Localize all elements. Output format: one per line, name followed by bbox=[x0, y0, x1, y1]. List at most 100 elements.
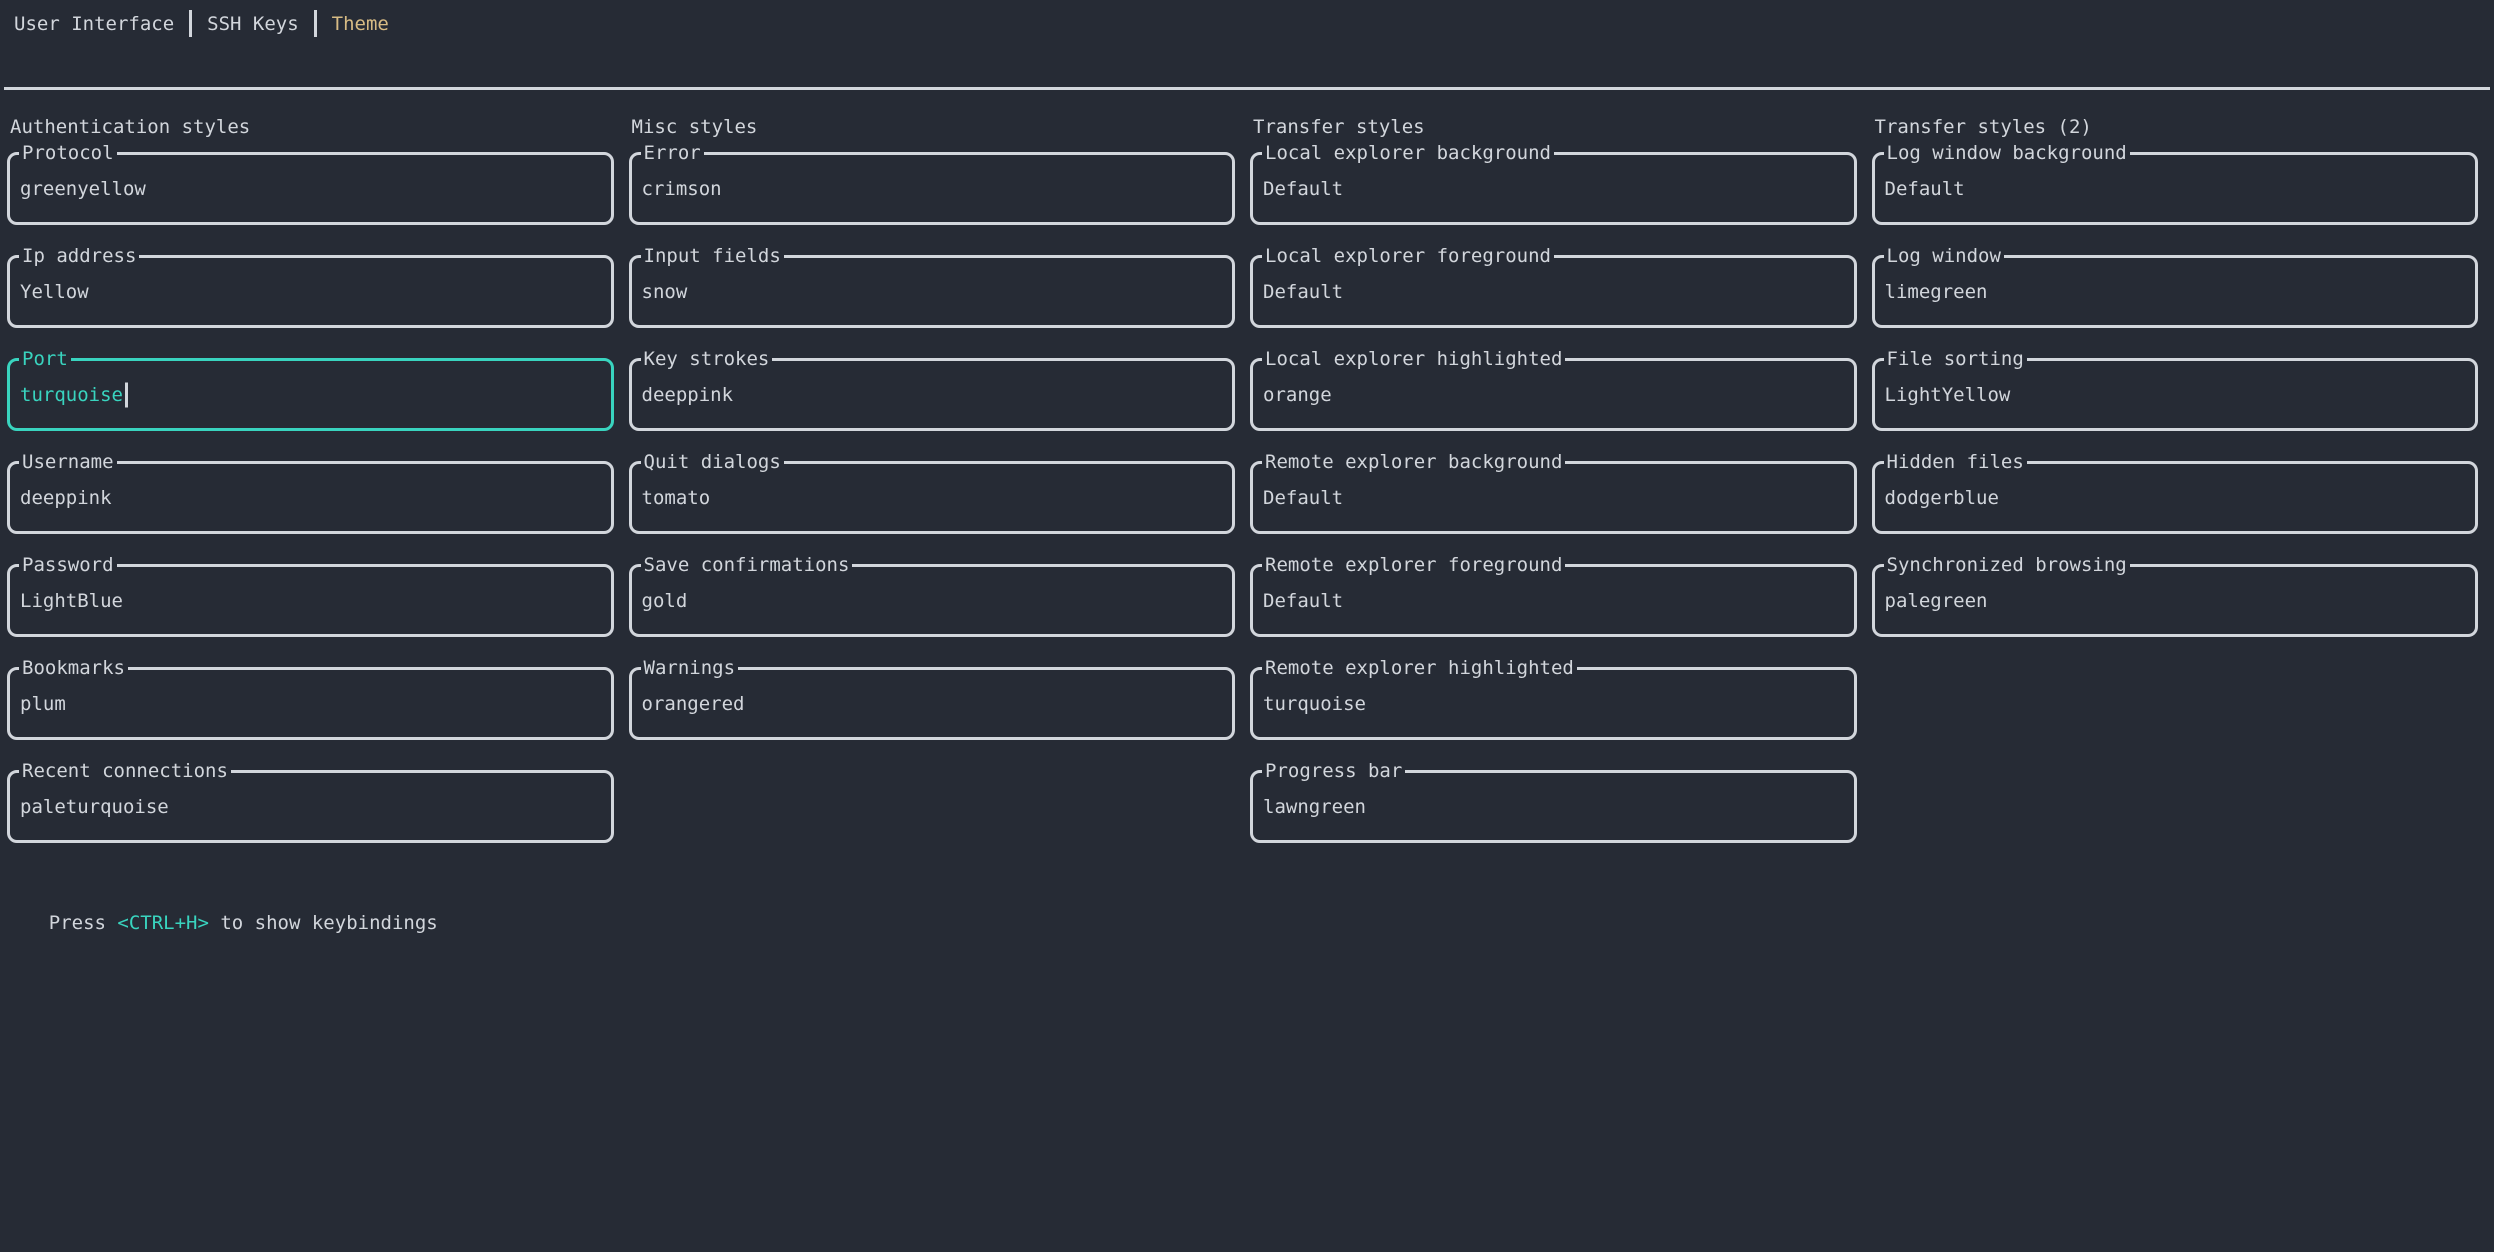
field-label: Local explorer highlighted bbox=[1262, 347, 1566, 372]
field-value: Default bbox=[1263, 177, 1344, 200]
field-port[interactable]: Port turquoise bbox=[7, 347, 614, 431]
field-value: dodgerblue bbox=[1884, 486, 1999, 509]
field-value: Yellow bbox=[20, 280, 89, 303]
field-input-fields[interactable]: Input fields snow bbox=[628, 244, 1235, 328]
theme-column-transfer-styles: Transfer styles Local explorer backgroun… bbox=[1250, 114, 1857, 873]
field-warnings[interactable]: Warnings orangered bbox=[628, 656, 1235, 740]
column-title: Authentication styles bbox=[10, 116, 251, 138]
field-value: orange bbox=[1263, 383, 1332, 406]
field-value: gold bbox=[641, 589, 688, 612]
field-value: tomato bbox=[641, 486, 711, 509]
field-quit-dialogs[interactable]: Quit dialogs tomato bbox=[628, 450, 1235, 534]
field-log-window-background[interactable]: Log window background Default bbox=[1871, 141, 2478, 225]
field-label: Remote explorer highlighted bbox=[1262, 656, 1577, 681]
field-label: Ip address bbox=[19, 244, 140, 269]
field-value: Default bbox=[1263, 486, 1344, 509]
field-label: Quit dialogs bbox=[640, 450, 784, 475]
field-value: LightYellow bbox=[1884, 383, 2011, 406]
field-value: orangered bbox=[641, 692, 745, 715]
hint-suffix: to show keybindings bbox=[208, 912, 438, 934]
field-label: Input fields bbox=[640, 244, 784, 269]
field-label: Username bbox=[19, 450, 117, 475]
hint-prefix: Press bbox=[48, 912, 118, 934]
text-cursor bbox=[124, 382, 128, 407]
field-local-explorer-background[interactable]: Local explorer background Default bbox=[1250, 141, 1857, 225]
field-label: Log window background bbox=[1883, 141, 2130, 166]
field-log-window[interactable]: Log window limegreen bbox=[1871, 244, 2478, 328]
field-label: Save confirmations bbox=[640, 553, 853, 578]
field-username[interactable]: Username deeppink bbox=[7, 450, 614, 534]
field-value: deeppink bbox=[641, 383, 734, 406]
field-remote-explorer-highlighted[interactable]: Remote explorer highlighted turquoise bbox=[1250, 656, 1857, 740]
field-remote-explorer-foreground[interactable]: Remote explorer foreground Default bbox=[1250, 553, 1857, 637]
theme-column-misc-styles: Misc styles Error crimson Input fields s… bbox=[628, 114, 1235, 770]
column-fields: Protocol greenyellow Ip address Yellow P… bbox=[7, 141, 614, 843]
tab-separator bbox=[189, 10, 193, 37]
field-label: Local explorer foreground bbox=[1262, 244, 1554, 269]
field-save-confirmations[interactable]: Save confirmations gold bbox=[628, 553, 1235, 637]
field-label: Synchronized browsing bbox=[1883, 553, 2130, 578]
field-label: Local explorer background bbox=[1262, 141, 1554, 166]
field-label: Port bbox=[19, 347, 71, 372]
field-label: Key strokes bbox=[640, 347, 773, 372]
field-error[interactable]: Error crimson bbox=[628, 141, 1235, 225]
hint-key-combo: <CTRL+H> bbox=[117, 912, 209, 934]
field-value: limegreen bbox=[1884, 280, 1988, 303]
theme-style-columns: Authentication styles Protocol greenyell… bbox=[0, 114, 2494, 873]
column-fields: Error crimson Input fields snow Key stro… bbox=[628, 141, 1235, 740]
field-ip-address[interactable]: Ip address Yellow bbox=[7, 244, 614, 328]
field-remote-explorer-background[interactable]: Remote explorer background Default bbox=[1250, 450, 1857, 534]
field-value: turquoise bbox=[1263, 692, 1366, 715]
field-value: snow bbox=[641, 280, 688, 303]
field-label: Remote explorer foreground bbox=[1262, 553, 1566, 578]
field-label: Recent connections bbox=[19, 759, 231, 784]
field-label: Bookmarks bbox=[19, 656, 128, 681]
config-tabs: User Interface SSH Keys Theme bbox=[0, 0, 2494, 38]
field-value: turquoise bbox=[20, 383, 123, 406]
theme-column-authentication-styles: Authentication styles Protocol greenyell… bbox=[7, 114, 614, 873]
field-value: deeppink bbox=[20, 486, 112, 509]
field-label: Log window bbox=[1883, 244, 2004, 269]
tab-theme[interactable]: Theme bbox=[331, 12, 389, 35]
field-local-explorer-foreground[interactable]: Local explorer foreground Default bbox=[1250, 244, 1857, 328]
field-value: palegreen bbox=[1884, 589, 1988, 612]
theme-column-transfer-styles-2: Transfer styles (2) Log window backgroun… bbox=[1871, 114, 2478, 667]
field-label: Error bbox=[640, 141, 704, 166]
field-label: File sorting bbox=[1883, 347, 2027, 372]
field-key-strokes[interactable]: Key strokes deeppink bbox=[628, 347, 1235, 431]
field-value: plum bbox=[20, 692, 66, 715]
tab-separator bbox=[313, 10, 317, 37]
keybindings-hint: Press <CTRL+H> to show keybindings bbox=[3, 890, 2494, 956]
field-protocol[interactable]: Protocol greenyellow bbox=[7, 141, 614, 225]
column-fields: Log window background Default Log window… bbox=[1871, 141, 2478, 637]
tabs-separator-line bbox=[4, 87, 2490, 90]
field-bookmarks[interactable]: Bookmarks plum bbox=[7, 656, 614, 740]
field-value: paleturquoise bbox=[20, 795, 169, 818]
tab-ssh-keys[interactable]: SSH Keys bbox=[207, 12, 299, 35]
field-value: Default bbox=[1884, 177, 1965, 200]
field-label: Protocol bbox=[19, 141, 117, 166]
field-value: Default bbox=[1263, 589, 1344, 612]
column-title: Transfer styles bbox=[1253, 116, 1425, 138]
field-value: LightBlue bbox=[20, 589, 123, 612]
field-progress-bar[interactable]: Progress bar lawngreen bbox=[1250, 759, 1857, 843]
field-label: Hidden files bbox=[1883, 450, 2027, 475]
field-label: Remote explorer background bbox=[1262, 450, 1566, 475]
tab-user-interface[interactable]: User Interface bbox=[14, 12, 175, 35]
column-title: Misc styles bbox=[631, 116, 758, 138]
field-recent-connections[interactable]: Recent connections paleturquoise bbox=[7, 759, 614, 843]
field-value: crimson bbox=[641, 177, 722, 200]
field-synchronized-browsing[interactable]: Synchronized browsing palegreen bbox=[1871, 553, 2478, 637]
field-label: Password bbox=[19, 553, 117, 578]
column-title: Transfer styles (2) bbox=[1874, 116, 2092, 138]
field-label: Progress bar bbox=[1262, 759, 1406, 784]
field-hidden-files[interactable]: Hidden files dodgerblue bbox=[1871, 450, 2478, 534]
field-local-explorer-highlighted[interactable]: Local explorer highlighted orange bbox=[1250, 347, 1857, 431]
field-value: greenyellow bbox=[20, 177, 146, 200]
field-value: lawngreen bbox=[1263, 795, 1366, 818]
field-value: Default bbox=[1263, 280, 1344, 303]
field-label: Warnings bbox=[640, 656, 739, 681]
field-file-sorting[interactable]: File sorting LightYellow bbox=[1871, 347, 2478, 431]
field-password[interactable]: Password LightBlue bbox=[7, 553, 614, 637]
